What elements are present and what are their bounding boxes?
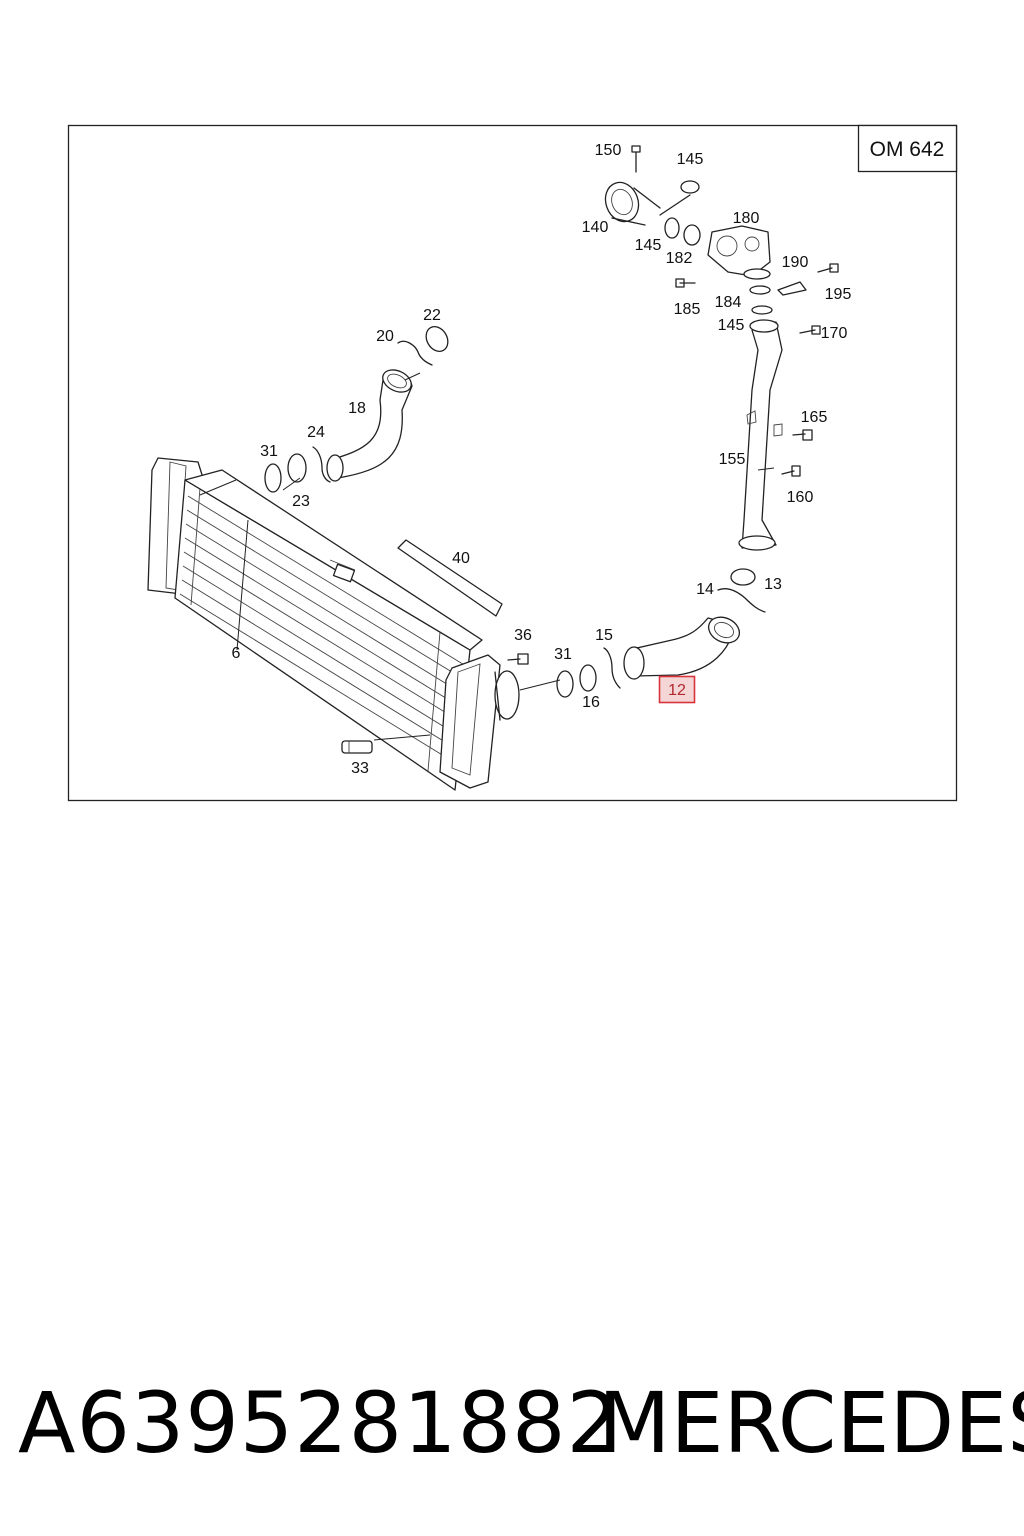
- hose-12-drawing: [623, 616, 741, 680]
- callout-13: 13: [764, 576, 782, 593]
- strip-40-drawing: [397, 539, 503, 617]
- callout-150: 150: [595, 142, 622, 159]
- intercooler-drawing: [147, 457, 520, 791]
- callout-31-lower: 31: [554, 646, 572, 663]
- callout-31-upper: 31: [260, 443, 278, 460]
- callout-190: 190: [782, 254, 809, 271]
- pipe-155-drawing: [738, 319, 783, 551]
- callout-labels: 150 145 140 145 180 182 190 195 185 184 …: [232, 142, 852, 777]
- engine-code-label: OM 642: [870, 138, 945, 161]
- ring-13-drawing: [730, 568, 756, 586]
- brand-name: MERCEDES: [598, 1374, 1024, 1472]
- callout-22: 22: [423, 307, 441, 324]
- highlighted-callout-12: 12: [658, 675, 696, 704]
- diagram-frame: [67, 124, 958, 802]
- callout-12: 12: [668, 682, 686, 699]
- callout-165: 165: [801, 409, 828, 426]
- callout-23: 23: [292, 493, 310, 510]
- part-number: A6395281882: [18, 1374, 621, 1472]
- callout-14: 14: [696, 581, 714, 598]
- callout-16: 16: [582, 694, 600, 711]
- clamp-31-lower-drawing: [556, 670, 574, 698]
- callout-182: 182: [666, 250, 693, 267]
- ring-22-drawing: [425, 326, 449, 352]
- clip-15-drawing: [603, 647, 621, 689]
- callout-145-low: 145: [718, 317, 745, 334]
- callout-15: 15: [595, 627, 613, 644]
- callout-6: 6: [232, 645, 241, 662]
- clip-24-drawing: [312, 446, 331, 483]
- hose-18-drawing: [326, 369, 413, 482]
- callout-195: 195: [825, 286, 852, 303]
- bolt-165-drawing: [792, 429, 813, 441]
- callout-180: 180: [733, 210, 760, 227]
- clamp-31-upper-drawing: [264, 463, 282, 493]
- callout-18: 18: [348, 400, 366, 417]
- callout-145-top: 145: [677, 151, 704, 168]
- ring-16-drawing: [579, 664, 597, 692]
- callout-184: 184: [715, 294, 742, 311]
- callout-170: 170: [821, 325, 848, 342]
- callout-185: 185: [674, 301, 701, 318]
- bolt-160-drawing: [781, 465, 801, 477]
- throttle-assembly-drawing: [604, 145, 839, 315]
- callout-160: 160: [787, 489, 814, 506]
- callout-20: 20: [376, 328, 394, 345]
- callout-40: 40: [452, 550, 470, 567]
- leader-lines: [199, 372, 775, 741]
- pin-33-drawing: [341, 740, 373, 754]
- callout-140: 140: [582, 219, 609, 236]
- clip-14-drawing: [717, 588, 766, 613]
- callout-145-mid: 145: [635, 237, 662, 254]
- clip-20-drawing: [397, 340, 433, 366]
- callout-33: 33: [351, 760, 369, 777]
- engine-code-box: OM 642: [857, 124, 958, 173]
- caption-bar: A6395281882 MERCEDES: [0, 1368, 1024, 1478]
- ring-23-drawing: [287, 453, 307, 483]
- callout-36: 36: [514, 627, 532, 644]
- callout-24: 24: [307, 424, 325, 441]
- callout-155: 155: [719, 451, 746, 468]
- parts-diagram: OM 642: [67, 124, 958, 802]
- bolt-36-drawing: [507, 653, 529, 665]
- bolt-170-drawing: [799, 325, 821, 335]
